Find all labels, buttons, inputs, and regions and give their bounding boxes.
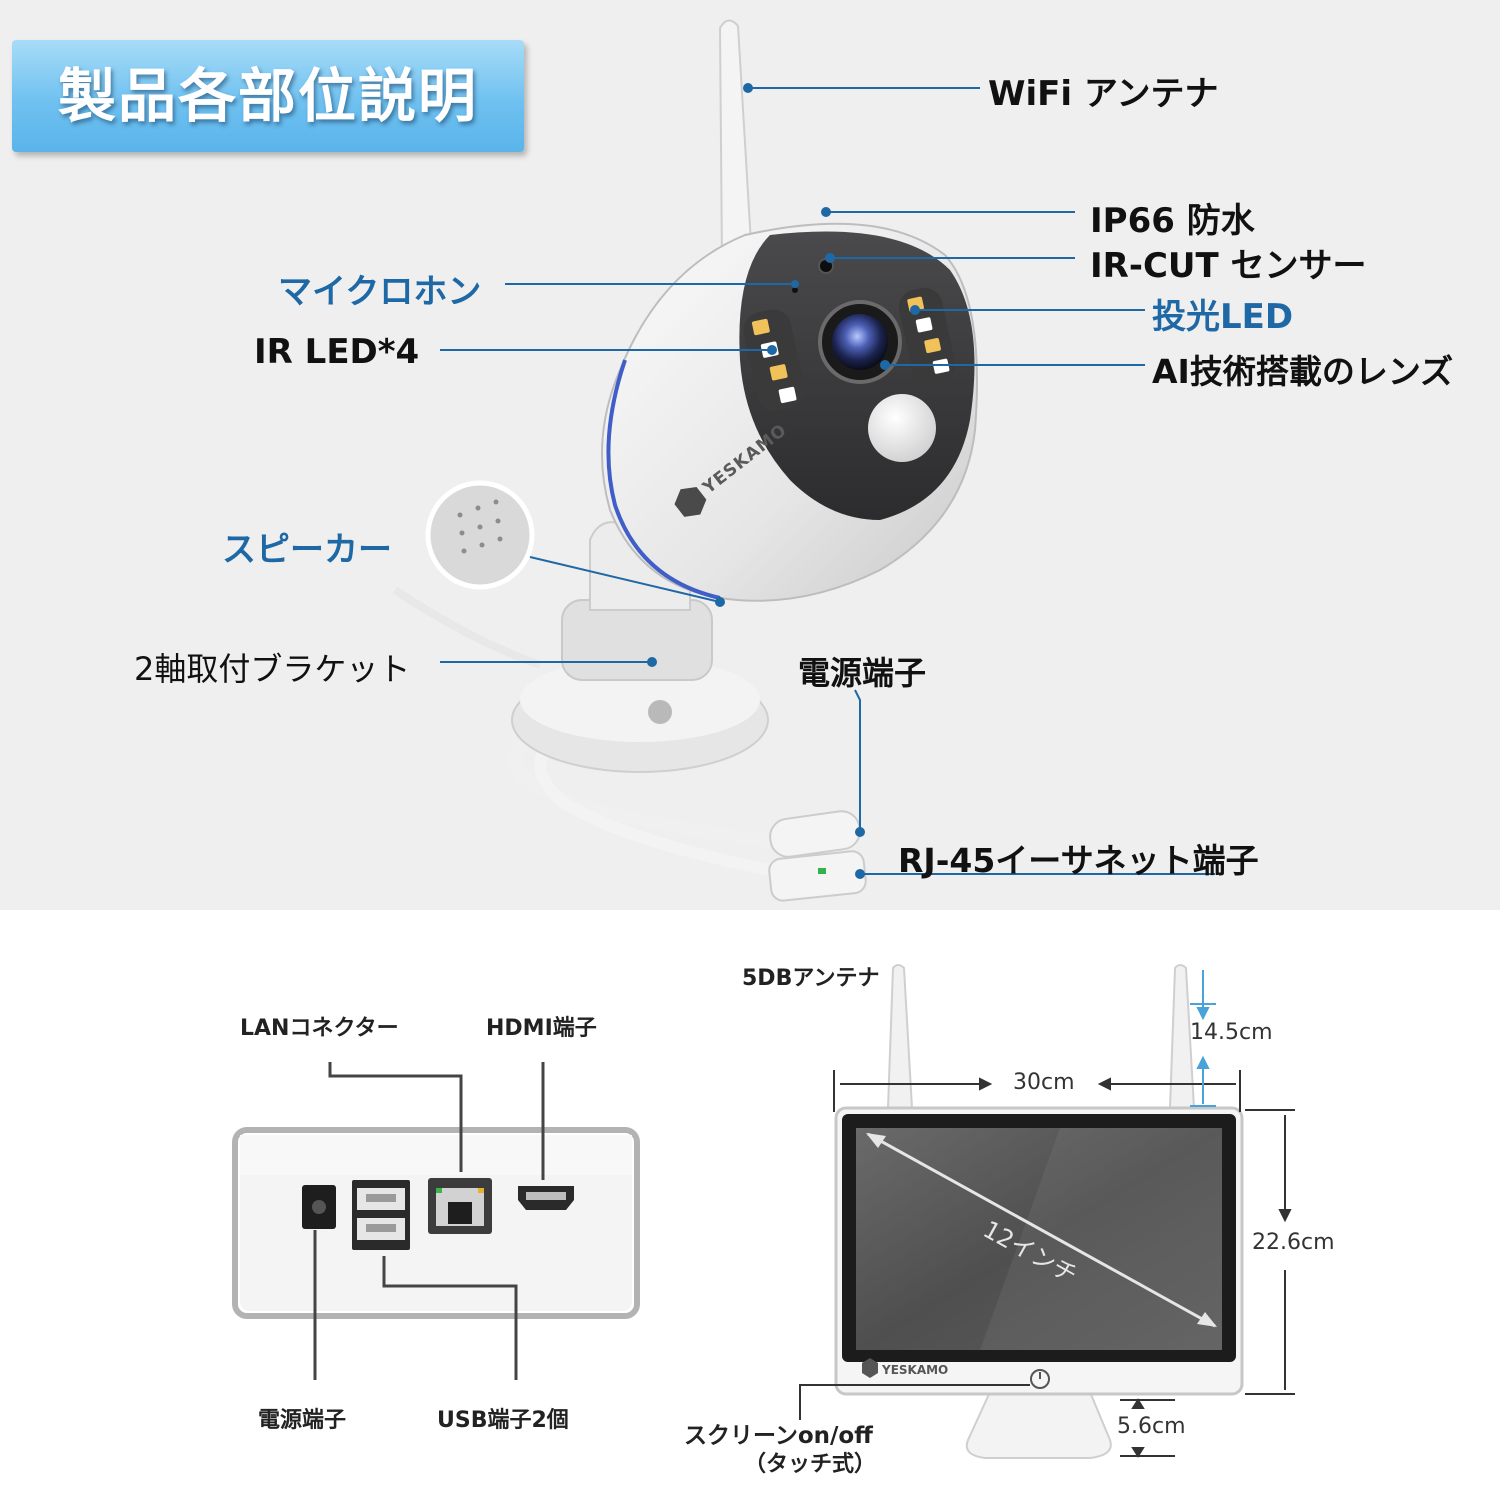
monitor-stand — [965, 1391, 1112, 1459]
label-speaker: スピーカー — [222, 530, 392, 570]
label-ir-led: IR LED*4 — [254, 332, 420, 372]
accent-ring — [606, 359, 721, 600]
label-nvr-power-port: 電源端子 — [258, 1408, 347, 1433]
ir-led-strip — [743, 309, 805, 411]
label-wifi-antenna: WiFi アンテナ — [988, 74, 1219, 114]
screen-button-leader — [799, 1384, 1030, 1420]
label-ethernet-port: RJ-45イーサネット端子 — [898, 841, 1259, 880]
bracket-nut — [561, 599, 713, 681]
nvr-leader-lines — [313, 1062, 545, 1380]
label-monitor-height: 22.6cm — [1252, 1230, 1335, 1255]
label-ir-cut-sensor: IR-CUT センサー — [1090, 246, 1367, 286]
depth-dimension-lines — [1120, 1398, 1175, 1458]
label-usb-ports: USB端子2個 — [437, 1408, 569, 1433]
antenna-dimension-lines — [1190, 970, 1216, 1107]
label-monitor-width: 30cm — [1013, 1070, 1075, 1095]
camera-leader-lines — [440, 83, 1215, 879]
cable-lower-shape — [509, 729, 786, 848]
label-waterproof: IP66 防水 — [1090, 201, 1255, 241]
label-spotlight-led: 投光LED — [1152, 297, 1294, 337]
camera-illustration: YESKAMO — [392, 19, 978, 902]
label-screen-button-note: （タッチ式） — [744, 1452, 877, 1477]
label-screen-button: スクリーンon/off — [684, 1423, 873, 1449]
speaker-zoom — [425, 480, 535, 590]
page-title: 製品各部位説明 — [57, 62, 478, 130]
nvr-illustration — [232, 1127, 640, 1319]
wifi-antenna-shape — [718, 19, 754, 264]
cable-shape — [392, 586, 542, 669]
brand-logo-icon — [674, 486, 707, 517]
label-microphone: マイクロホン — [278, 272, 482, 312]
label-lens: AI技術搭載のレンズ — [1152, 352, 1454, 391]
ethernet-connector — [768, 850, 867, 902]
monitor-brand: YESKAMO — [881, 1363, 948, 1377]
monitor-dimension-lines — [833, 1070, 1295, 1395]
microphone-hole — [792, 287, 798, 293]
label-lan-connector: LANコネクター — [240, 1016, 399, 1041]
monitor-illustration: YESKAMO — [834, 964, 1244, 1459]
label-bracket: 2軸取付ブラケット — [134, 650, 411, 688]
monitor-screen — [856, 1128, 1222, 1350]
pir-sensor — [868, 394, 936, 462]
label-monitor-antenna: 5DBアンテナ — [742, 966, 880, 991]
label-power-port: 電源端子 — [798, 654, 927, 692]
title-badge: 製品各部位説明 — [12, 40, 524, 152]
power-button-icon — [1030, 1369, 1050, 1389]
label-antenna-height: 14.5cm — [1190, 1020, 1273, 1045]
label-hdmi-port: HDMI端子 — [486, 1016, 597, 1041]
label-monitor-depth: 5.6cm — [1117, 1414, 1186, 1439]
